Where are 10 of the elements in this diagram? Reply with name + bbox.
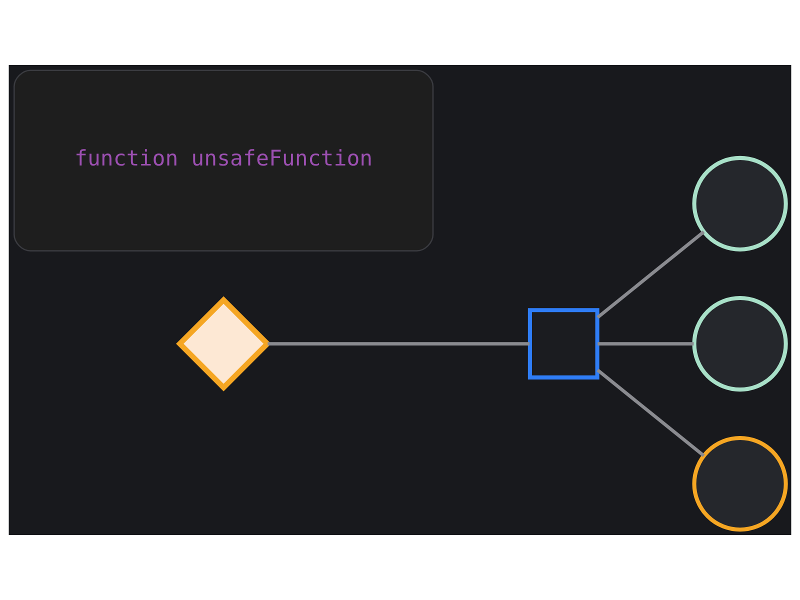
node-circle: [692, 296, 788, 392]
node-box: [528, 308, 600, 380]
node-diamond: [176, 296, 272, 392]
node-box: function unsafeFunction: [14, 70, 434, 252]
connector: [596, 230, 705, 319]
node-circle: [692, 156, 788, 252]
connector: [596, 368, 705, 457]
node-circle: [692, 436, 788, 532]
connector: [268, 342, 530, 346]
connector: [598, 342, 694, 346]
